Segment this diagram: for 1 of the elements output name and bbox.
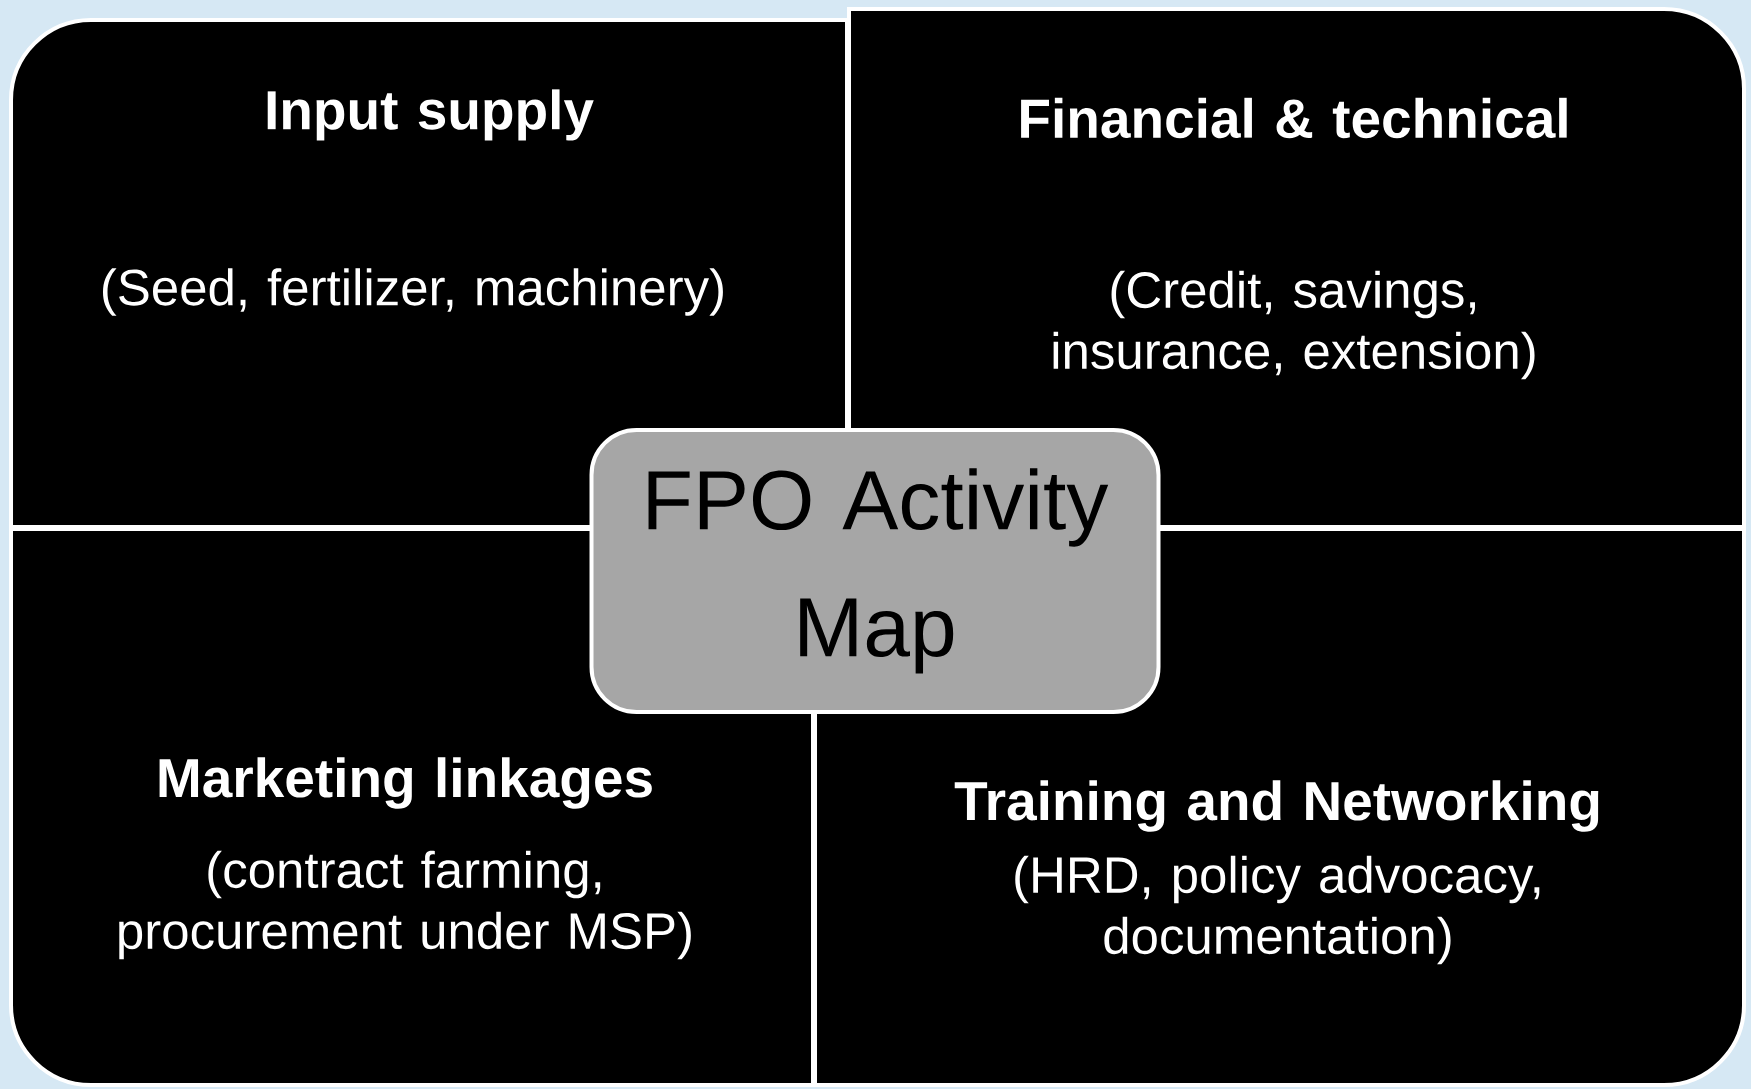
center-box: FPO Activity Map bbox=[589, 428, 1161, 714]
